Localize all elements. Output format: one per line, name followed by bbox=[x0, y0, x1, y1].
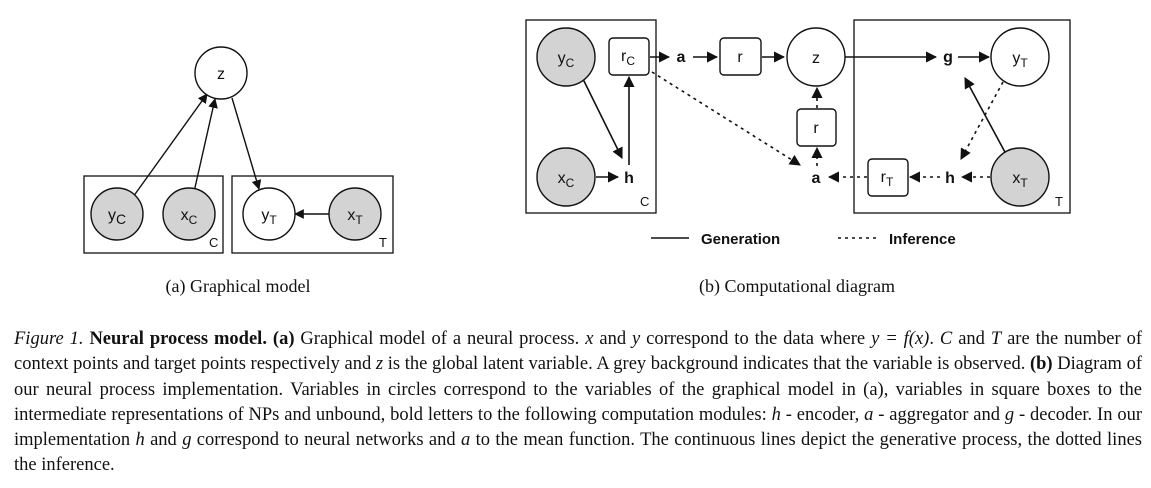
edge-xt-g bbox=[964, 77, 1007, 155]
caption-var: h bbox=[771, 404, 781, 425]
caption-label: Figure 1. bbox=[14, 329, 84, 349]
box-rt-label: rT bbox=[881, 169, 894, 189]
node-yc-b-observed: yC bbox=[536, 27, 596, 87]
caption-text: and bbox=[144, 430, 183, 451]
caption-title: Neural process model. bbox=[89, 329, 267, 349]
plate-context-b bbox=[525, 19, 657, 214]
plate-target-b-label: T bbox=[1055, 194, 1063, 209]
box-r-mid-label: r bbox=[813, 120, 819, 137]
box-r-top-label: r bbox=[737, 49, 743, 66]
legend-inference-label: Inference bbox=[889, 231, 956, 248]
module-a-bottom: a bbox=[812, 170, 821, 187]
caption-text: and bbox=[593, 329, 633, 349]
panel-a-graphical-model: C T z yC xC yT xT (a) Graphical model bbox=[83, 46, 394, 297]
caption-text: - aggregator and bbox=[873, 404, 1005, 425]
caption-text: to the mean function. The continuous lin… bbox=[14, 430, 1142, 476]
plate-context bbox=[83, 175, 224, 254]
node-xc-observed: xC bbox=[162, 187, 216, 241]
caption-text: - decoder. In our implementation bbox=[14, 404, 1143, 451]
node-xt-b-label: xT bbox=[1012, 170, 1028, 190]
plate-target-b bbox=[853, 19, 1071, 214]
plate-target-label: T bbox=[379, 235, 387, 250]
caption-b-tag: (b) bbox=[1029, 354, 1053, 375]
caption-var: T bbox=[990, 329, 1002, 349]
node-yt-b-label: yT bbox=[1012, 50, 1028, 70]
module-g-decoder: g bbox=[943, 49, 953, 66]
panel-b-computational-diagram: C T yC xC rC h bbox=[525, 19, 1071, 297]
node-xc-label: xC bbox=[181, 207, 198, 227]
caption-text: Graphical model of a neural process. bbox=[294, 329, 586, 349]
caption-text: correspond to the data where bbox=[640, 329, 872, 349]
box-r-mid: r bbox=[796, 108, 837, 147]
node-z-b: z bbox=[786, 27, 846, 87]
caption-text: are the number of context points and tar… bbox=[14, 329, 1143, 375]
caption-var: h bbox=[135, 430, 145, 451]
node-yt-b: yT bbox=[990, 27, 1050, 87]
box-r-top: r bbox=[719, 37, 762, 76]
edge-yc-h bbox=[581, 76, 623, 160]
panel-b-caption: (b) Computational diagram bbox=[699, 276, 895, 297]
plate-target bbox=[231, 175, 394, 254]
caption-var: x bbox=[585, 329, 594, 349]
box-rc-label: rC bbox=[621, 48, 635, 68]
legend: Generation Inference bbox=[651, 231, 956, 248]
node-xt-observed: xT bbox=[328, 187, 382, 241]
caption-var: C bbox=[939, 329, 953, 349]
box-rc: rC bbox=[608, 37, 650, 76]
caption-var: a bbox=[864, 404, 874, 425]
caption-var: z bbox=[375, 354, 384, 375]
caption-text: . bbox=[929, 329, 940, 349]
module-h-encoder: h bbox=[624, 170, 634, 187]
node-yt: yT bbox=[242, 187, 296, 241]
caption-text: - encoder, bbox=[780, 404, 865, 425]
caption-text: Diagram of our neural process implementa… bbox=[14, 354, 1142, 425]
node-xt-label: xT bbox=[347, 207, 363, 227]
caption-text: is the global latent variable. A grey ba… bbox=[383, 354, 1030, 375]
caption-text: and bbox=[952, 329, 991, 349]
node-z: z bbox=[194, 46, 248, 100]
module-h-target: h bbox=[945, 170, 955, 187]
caption-var: y bbox=[632, 329, 641, 349]
caption-text: correspond to neural networks and bbox=[191, 430, 461, 451]
node-z-b-label: z bbox=[812, 50, 820, 67]
caption-equation: y = f(x) bbox=[871, 329, 930, 349]
node-xc-b-observed: xC bbox=[536, 147, 596, 207]
edge-yt-h bbox=[960, 81, 1004, 160]
node-yc-observed: yC bbox=[90, 187, 144, 241]
node-z-label: z bbox=[217, 66, 225, 83]
node-yt-label: yT bbox=[261, 207, 277, 227]
edge-z-yt bbox=[231, 97, 262, 190]
caption-var: g bbox=[182, 430, 192, 451]
node-xt-b-observed: xT bbox=[990, 147, 1050, 207]
caption-a-tag: (a) bbox=[272, 329, 295, 349]
figure-caption: Figure 1. Neural process model. (a) Grap… bbox=[14, 327, 1142, 479]
node-yc-label: yC bbox=[108, 207, 126, 227]
caption-var: a bbox=[460, 430, 471, 451]
figure-diagrams: C T z yC xC yT xT (a) Graphical model bbox=[83, 19, 1071, 297]
edge-yc-z bbox=[132, 93, 208, 198]
plate-context-b-label: C bbox=[640, 194, 649, 209]
node-yc-b-label: yC bbox=[558, 50, 575, 70]
box-rt: rT bbox=[867, 158, 909, 197]
plate-context-label: C bbox=[209, 235, 218, 250]
edge-rc-a-bottom bbox=[651, 71, 801, 166]
legend-generation-label: Generation bbox=[701, 231, 780, 248]
panel-a-caption: (a) Graphical model bbox=[166, 276, 311, 297]
module-a-top: a bbox=[677, 49, 686, 66]
node-xc-b-label: xC bbox=[558, 170, 575, 190]
caption-var: g bbox=[1004, 404, 1015, 425]
edge-xc-z bbox=[193, 98, 218, 193]
